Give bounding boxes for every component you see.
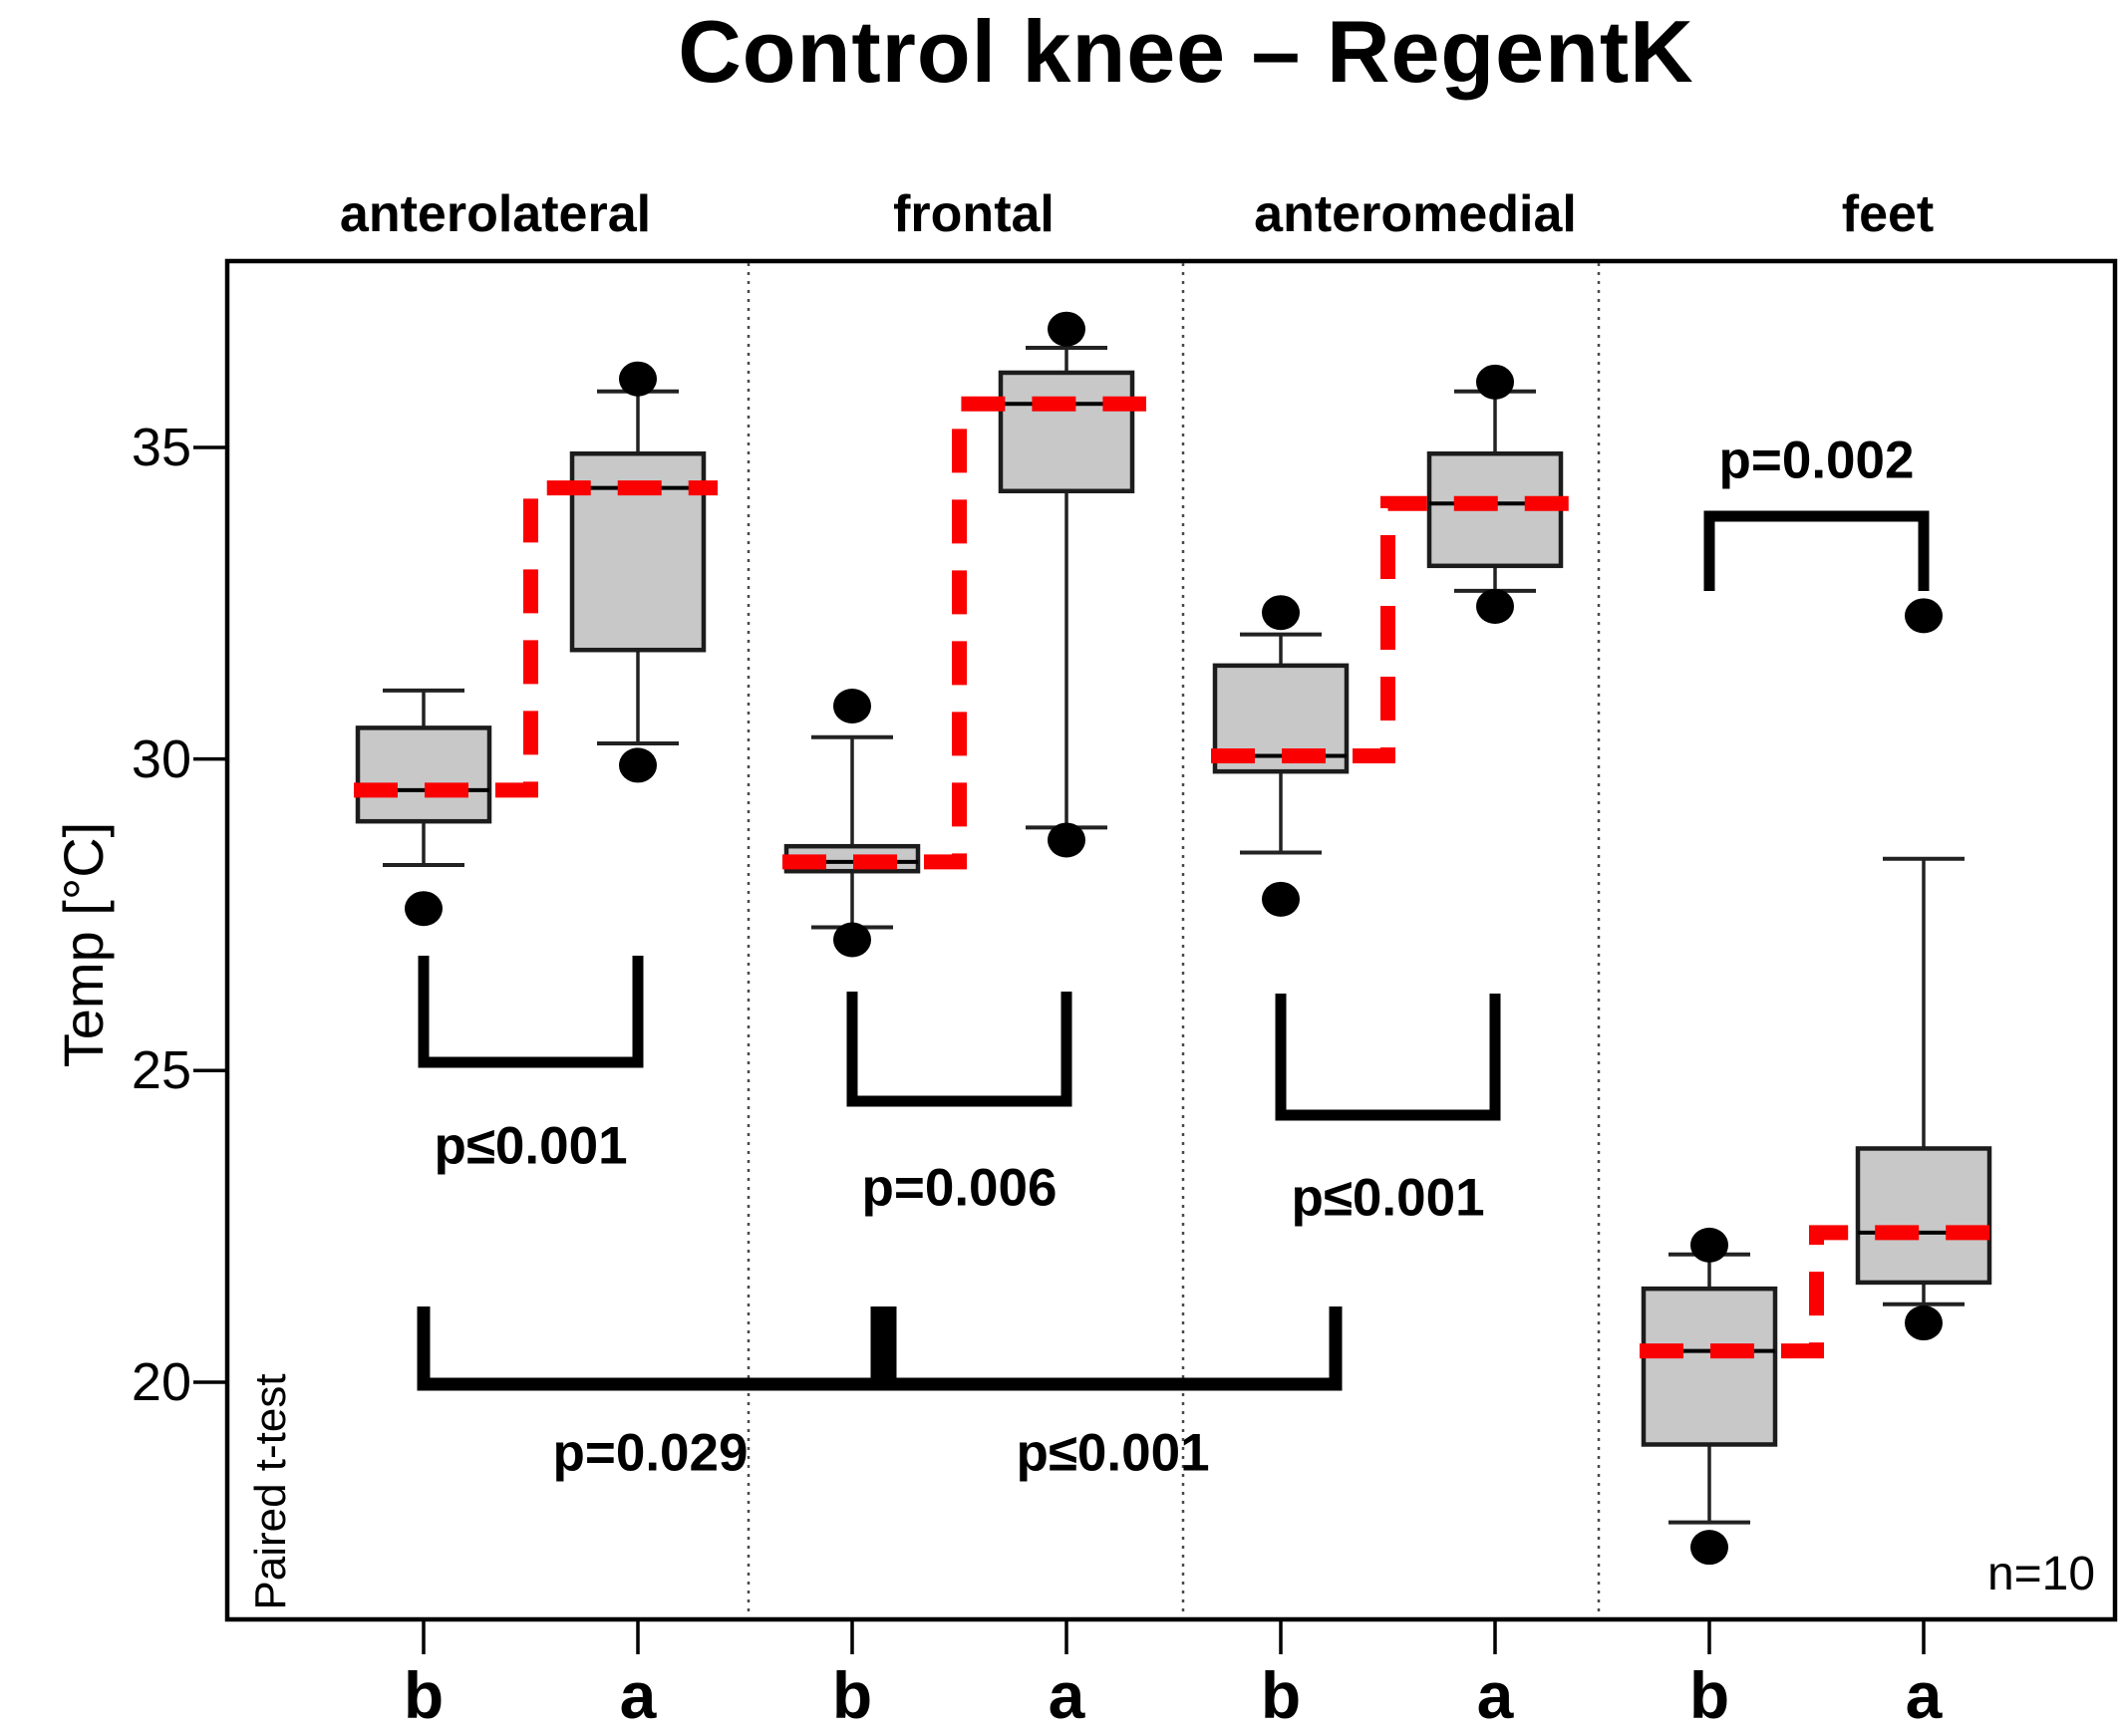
pair-bracket-frontal	[846, 992, 1072, 1107]
page-title: Control knee – RegentK	[678, 2, 1694, 101]
p-value-feet: p=0.002	[1718, 431, 1915, 490]
outlier-point	[1690, 1530, 1728, 1566]
y-tick-label: 25	[131, 1040, 191, 1101]
outlier-point	[619, 361, 657, 397]
outlier-point	[1905, 1305, 1943, 1341]
outlier-point	[1048, 822, 1085, 858]
outlier-point	[1905, 598, 1943, 634]
outlier-point	[1476, 364, 1514, 400]
panel-label-feet: feet	[1841, 185, 1935, 243]
x-group-label-frontal-b: b	[831, 1658, 873, 1732]
p-value-anteromedial: p≤0.001	[1291, 1168, 1485, 1228]
cross-panel-bracket-1	[883, 1306, 1343, 1391]
plot-frame	[224, 258, 2118, 1622]
p-value-cross-0: p=0.029	[552, 1423, 749, 1483]
y-tick-label: 20	[131, 1351, 191, 1412]
y-tick-label: 30	[131, 728, 191, 789]
box-anterolateral-b	[355, 725, 492, 824]
outlier-point	[1262, 595, 1300, 631]
box-frontal-a	[998, 370, 1135, 494]
median-step-line-anterolateral	[354, 480, 718, 798]
stat-test-note: Paired t-test	[246, 1373, 295, 1610]
box-feet-b	[1641, 1286, 1778, 1447]
pair-bracket-anteromedial	[1275, 994, 1501, 1121]
panel-label-anteromedial: anteromedial	[1254, 185, 1577, 243]
outlier-point	[1476, 588, 1514, 624]
x-group-label-anteromedial-b: b	[1260, 1658, 1302, 1732]
outlier-point	[1262, 881, 1300, 917]
y-tick-label: 35	[131, 418, 191, 477]
p-value-anterolateral: p≤0.001	[434, 1116, 628, 1176]
outlier-point	[619, 747, 657, 783]
outlier-point	[833, 922, 871, 958]
p-value-cross-1: p≤0.001	[1016, 1423, 1210, 1483]
pair-bracket-feet	[1703, 510, 1930, 591]
median-step-line-frontal	[782, 396, 1146, 870]
y-axis-label: Temp [°C]	[52, 821, 115, 1068]
box-feet-a	[1855, 1146, 1992, 1286]
outlier-point	[405, 891, 443, 927]
panel-label-frontal: frontal	[893, 185, 1055, 243]
median-step-line-feet	[1640, 1225, 2003, 1359]
x-group-label-frontal-a: a	[1048, 1658, 1085, 1732]
x-group-label-anterolateral-a: a	[619, 1658, 657, 1732]
x-group-label-feet-a: a	[1905, 1658, 1943, 1732]
p-value-frontal: p=0.006	[861, 1158, 1058, 1218]
panel-label-anterolateral: anterolateral	[339, 185, 652, 243]
outlier-point	[1690, 1227, 1728, 1263]
outlier-point	[833, 688, 871, 723]
median-step-line-anteromedial	[1211, 495, 1575, 764]
x-group-label-anteromedial-a: a	[1476, 1658, 1514, 1732]
sample-size-note: n=10	[1986, 1548, 2096, 1600]
outlier-point	[1048, 311, 1085, 347]
x-group-label-feet-b: b	[1688, 1658, 1730, 1732]
x-group-label-anterolateral-b: b	[403, 1658, 445, 1732]
pair-bracket-anterolateral	[418, 956, 644, 1068]
cross-panel-bracket-0	[417, 1306, 884, 1391]
